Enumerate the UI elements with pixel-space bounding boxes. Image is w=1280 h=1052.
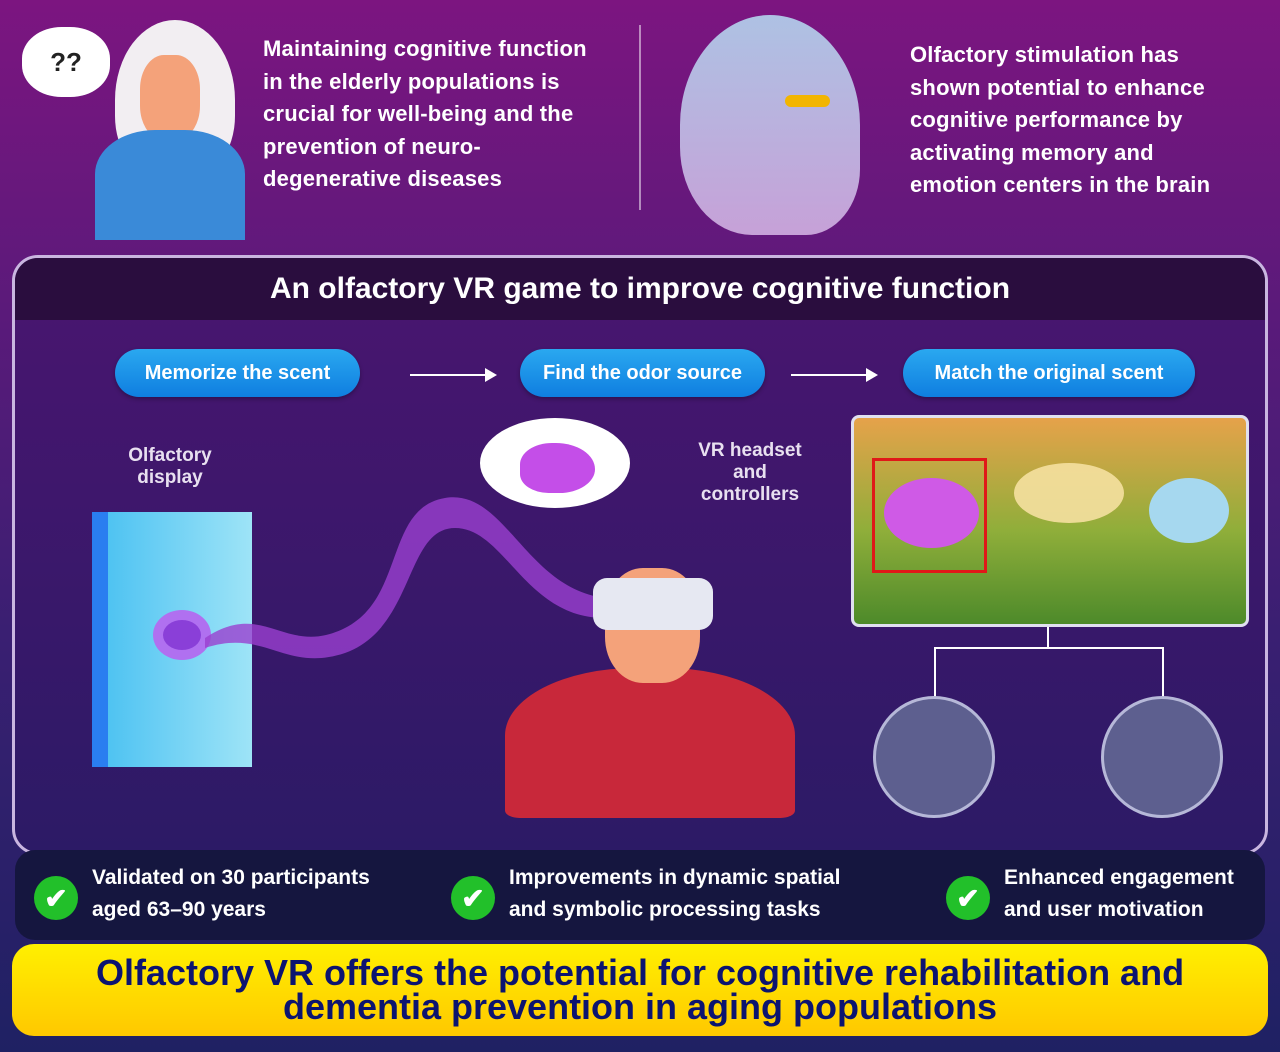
target-frame xyxy=(872,458,987,573)
body xyxy=(95,130,245,240)
game-panel: An olfactory VR game to improve cognitiv… xyxy=(12,255,1268,855)
scent-blob xyxy=(520,443,595,493)
step-memorize-scent: Memorize the scent xyxy=(115,349,360,397)
head-brain-illustration xyxy=(680,15,895,235)
face xyxy=(140,55,200,140)
divider xyxy=(639,25,641,210)
head-silhouette xyxy=(680,15,860,235)
purple-scent-cloud xyxy=(884,478,979,548)
checkmark-icon: ✔ xyxy=(34,876,78,920)
scent-emitter-icon xyxy=(153,610,211,660)
intro-text-left: Maintaining cognitive function in the el… xyxy=(263,36,587,191)
conclusion-text: Olfactory VR offers the potential for co… xyxy=(95,952,1185,1027)
step-find-odor-source: Find the odor source xyxy=(520,349,765,397)
checkmark-icon: ✔ xyxy=(946,876,990,920)
arrow-icon xyxy=(410,368,497,382)
thought-bubble: ?? xyxy=(22,27,110,97)
vr-controllers-icon xyxy=(873,696,995,818)
yellow-scent-cloud xyxy=(1014,463,1124,523)
vr-headset-icon xyxy=(593,578,713,630)
scent-trail xyxy=(205,497,605,659)
results-bar xyxy=(15,850,1265,940)
result-processing: Improvements in dynamic spatial and symb… xyxy=(509,866,841,921)
blue-scent-cloud xyxy=(1149,478,1229,543)
olfactory-bulb xyxy=(785,95,830,107)
intro-text-right: Olfactory stimulation has shown potentia… xyxy=(910,42,1211,197)
checkmark-icon: ✔ xyxy=(451,876,495,920)
vr-headset-label: VR headset and controllers xyxy=(698,440,802,505)
result-participants: Validated on 30 participants aged 63–90 … xyxy=(92,866,370,921)
step-match-scent: Match the original scent xyxy=(903,349,1195,397)
body xyxy=(505,668,795,818)
conclusion-banner: Olfactory VR offers the potential for co… xyxy=(12,944,1268,1036)
result-engagement: Enhanced engagement and user motivation xyxy=(1004,866,1234,921)
connector-lines xyxy=(934,627,1164,707)
olfactory-display-label: Olfactory display xyxy=(128,445,212,488)
forest-game-scene xyxy=(851,415,1249,627)
arrow-icon xyxy=(791,368,878,382)
vr-headset-user-icon xyxy=(1101,696,1223,818)
thinking-elderly-woman-illustration: ?? xyxy=(20,15,250,240)
panel-title: An olfactory VR game to improve cognitiv… xyxy=(15,258,1265,320)
elderly-man-vr-illustration xyxy=(505,548,795,818)
